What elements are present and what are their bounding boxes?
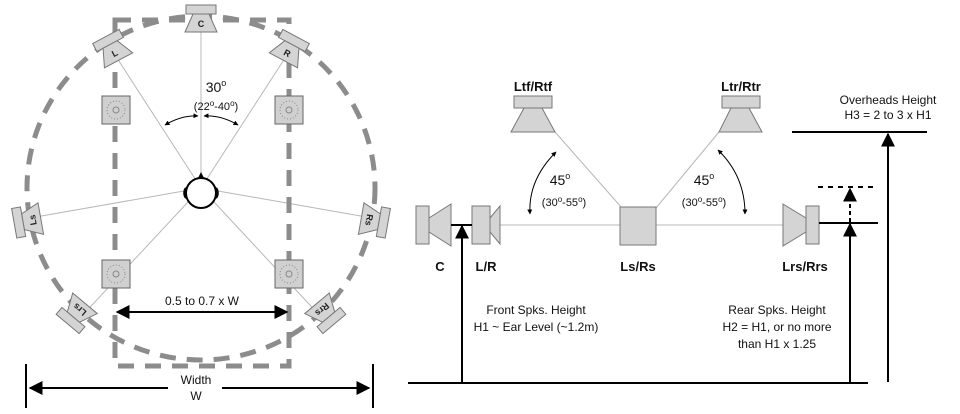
label-ltf-rtf: Ltf/Rtf [514, 79, 553, 94]
rear-height-title: Rear Spks. Height [728, 303, 826, 317]
svg-text:30o: 30o [206, 78, 227, 95]
label-lr: L/R [476, 259, 498, 274]
side-view: Overheads Height H3 = 2 to 3 x H1 45o (3… [408, 79, 937, 384]
ceiling-speaker-rear-left [101, 259, 131, 289]
inner-width-label: 0.5 to 0.7 x W [165, 294, 240, 308]
inner-width-dimension: 0.5 to 0.7 x W [115, 294, 289, 319]
front-height-desc: H1 ~ Ear Level (~1.2m) [474, 320, 599, 334]
front-elevation-angle-arc [527, 151, 557, 215]
label-ltr-rtr: Ltr/Rtr [721, 79, 761, 94]
speaker-right-rear-surround: Rrs [303, 292, 347, 335]
speaker-label-l: L [110, 47, 120, 59]
top-front-speaker [510, 95, 556, 133]
label-ls-rs: Ls/Rs [620, 259, 655, 274]
rear-height-desc-1: H2 = H1, or no more [722, 320, 831, 334]
listener-head-icon [183, 172, 219, 209]
speaker-left-surround: Ls [11, 201, 45, 239]
speaker-center: C [184, 4, 218, 33]
label-c: C [435, 259, 445, 274]
top-rear-speaker [718, 95, 763, 133]
ceiling-speaker-front-left [101, 95, 131, 125]
side-speaker-center [415, 203, 452, 247]
front-elevation-angle: 45o [550, 171, 571, 188]
room-width-dimension: Width W [25, 364, 374, 408]
speaker-label-r: R [282, 47, 293, 59]
top-view: C L R Ls Rs Lrs Rrs [11, 4, 391, 408]
speaker-left-rear-surround: Lrs [55, 292, 99, 335]
overheads-height-formula: H3 = 2 to 3 x H1 [844, 108, 931, 122]
speaker-right-surround: Rs [357, 201, 391, 239]
rear-elevation-angle-arc [717, 149, 748, 215]
width-label: Width [181, 373, 212, 387]
front-elevation-range: (30o-55o) [542, 195, 586, 209]
angle-value: 30 [206, 79, 222, 95]
rear-height-desc-2: than H1 x 1.25 [738, 337, 816, 351]
label-lrs-rrs: Lrs/Rrs [782, 259, 828, 274]
side-speaker-left-right [471, 204, 501, 246]
side-speaker-rear-surround [782, 203, 820, 247]
rear-elevation-range: (30o-55o) [682, 195, 726, 209]
rear-elevation-angle: 45o [694, 171, 715, 188]
speaker-right: R [268, 28, 311, 69]
speaker-left: L [91, 28, 134, 69]
angle-range: (22o-40o) [194, 99, 238, 113]
front-height-title: Front Spks. Height [486, 303, 586, 317]
overheads-height-title: Overheads Height [840, 93, 937, 107]
ceiling-speaker-front-right [274, 95, 304, 125]
speaker-label-ls: Ls [27, 214, 39, 226]
ceiling-speaker-rear-right [274, 259, 304, 289]
width-symbol: W [190, 389, 202, 403]
side-speaker-surround [619, 206, 657, 246]
front-angle-annotation: 30o (22o-40o) [164, 78, 239, 126]
speaker-label-c: C [198, 19, 205, 29]
speaker-label-rs: Rs [363, 213, 375, 226]
